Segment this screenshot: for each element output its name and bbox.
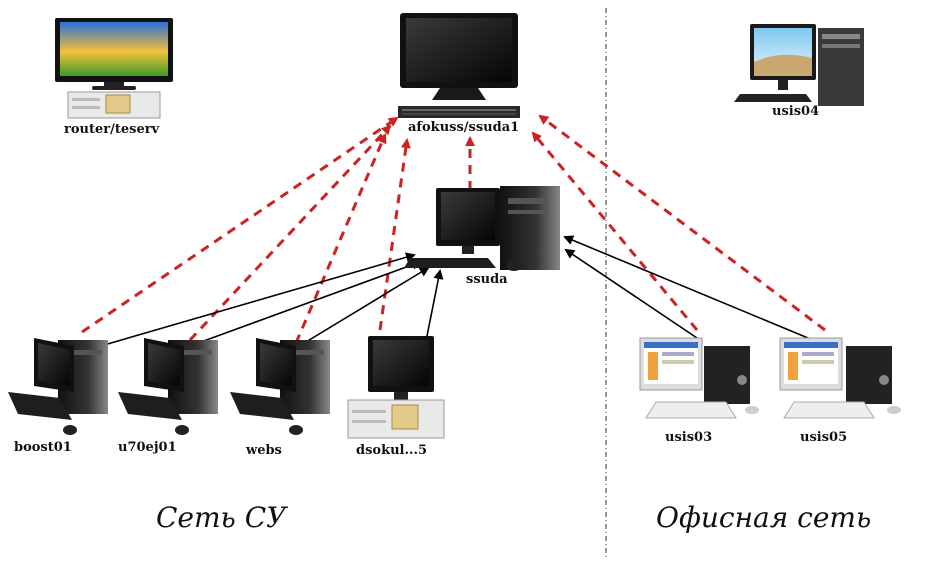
boost01-label: boost01 bbox=[14, 440, 72, 455]
u70ej01-computer-icon bbox=[118, 338, 218, 435]
afokuss-server-icon bbox=[398, 13, 520, 118]
router-computer-icon bbox=[55, 18, 173, 119]
zone-label-su: Сеть СУ bbox=[156, 501, 287, 534]
usis04-computer-icon bbox=[734, 24, 864, 106]
zone-label-office: Офисная сеть bbox=[656, 501, 872, 534]
boost01-computer-icon bbox=[8, 338, 108, 435]
usis04-label: usis04 bbox=[772, 104, 820, 119]
dsokul-label: dsokul...5 bbox=[356, 443, 428, 458]
ssuda-label: ssuda bbox=[466, 272, 508, 287]
webs-computer-icon bbox=[230, 338, 330, 435]
usis05-computer-icon bbox=[779, 337, 901, 419]
u70ej01-label: u70ej01 bbox=[118, 440, 177, 455]
dashed-links bbox=[81, 114, 826, 344]
router-label: router/teserv bbox=[64, 122, 160, 137]
webs-label: webs bbox=[246, 443, 282, 458]
usis03-label: usis03 bbox=[665, 430, 713, 445]
solid-links bbox=[79, 235, 821, 353]
usis03-computer-icon bbox=[639, 337, 759, 419]
usis05-label: usis05 bbox=[800, 430, 848, 445]
ssuda-computer-icon bbox=[404, 186, 560, 271]
dsokul-server-icon bbox=[347, 336, 445, 439]
afokuss-label: afokuss/ssuda1 bbox=[408, 120, 520, 135]
